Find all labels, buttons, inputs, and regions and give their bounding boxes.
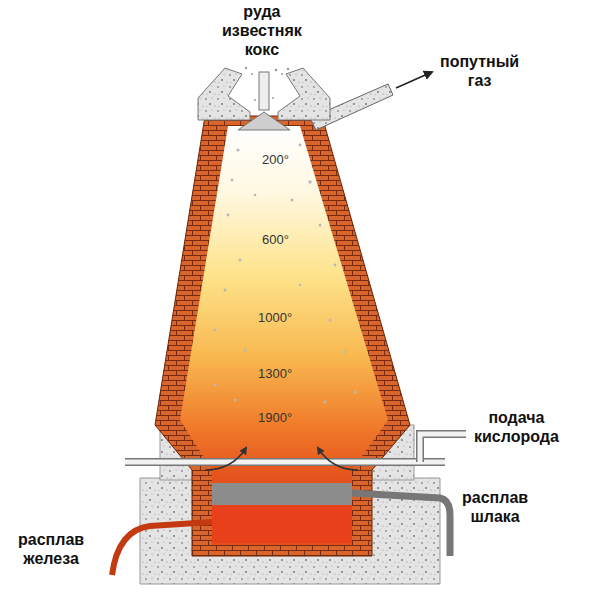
temperature-label: 600° bbox=[262, 232, 289, 247]
temperature-label: 200° bbox=[262, 152, 289, 167]
output-label: расплав шлака bbox=[462, 488, 528, 526]
temperature-label: 1300° bbox=[258, 366, 292, 381]
temperature-label: 1000° bbox=[258, 310, 292, 325]
output-label: попутный газ bbox=[440, 52, 519, 90]
temperature-label: 1900° bbox=[258, 410, 292, 425]
input-label: руда известняк кокс bbox=[222, 2, 302, 59]
input-label: подача кислорода bbox=[474, 408, 559, 446]
output-label: расплав железа bbox=[18, 530, 84, 568]
